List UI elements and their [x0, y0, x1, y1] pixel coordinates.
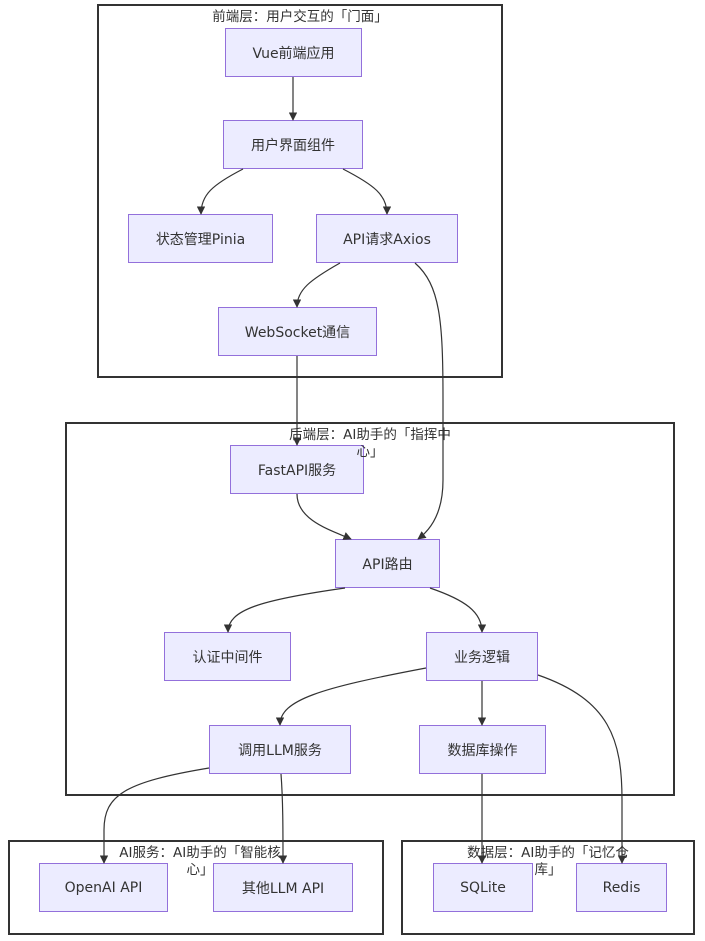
- node-database-ops[interactable]: 数据库操作: [419, 725, 546, 774]
- edge-llm-to-openai: [99, 767, 210, 864]
- edge-axios-to-router: [414, 262, 444, 540]
- node-business-logic[interactable]: 业务逻辑: [426, 632, 538, 681]
- cluster-backend: [65, 422, 675, 796]
- edge-ui-to-axios: [342, 168, 392, 215]
- node-api-axios[interactable]: API请求Axios: [316, 214, 458, 263]
- node-state-pinia[interactable]: 状态管理Pinia: [128, 214, 273, 263]
- node-auth-middleware[interactable]: 认证中间件: [164, 632, 291, 681]
- edge-ui-to-pinia: [196, 168, 244, 215]
- edge-logic-to-redis: [537, 674, 627, 864]
- edge-router-to-auth: [223, 587, 346, 633]
- cluster-title-backend: 后端层：AI助手的「指挥中 心」: [289, 427, 451, 460]
- edge-fastapi-to-router: [296, 493, 352, 540]
- node-sqlite[interactable]: SQLite: [433, 863, 533, 912]
- cluster-title-ai-service: AI服务：AI助手的「智能核 心」: [119, 845, 281, 878]
- cluster-title-frontend: 前端层：用户交互的「门面」: [212, 9, 388, 25]
- edge-llm-to-otherllm: [278, 773, 288, 864]
- edge-logic-to-llm: [275, 667, 427, 726]
- node-api-router[interactable]: API路由: [335, 539, 440, 588]
- node-openai-api[interactable]: OpenAI API: [39, 863, 168, 912]
- node-ui-components[interactable]: 用户界面组件: [223, 120, 363, 169]
- edge-router-to-logic: [429, 587, 487, 633]
- node-vue-frontend-app[interactable]: Vue前端应用: [225, 28, 362, 77]
- node-other-llm-api[interactable]: 其他LLM API: [213, 863, 353, 912]
- edge-axios-to-ws: [292, 262, 341, 308]
- cluster-title-data: 数据层：AI助手的「记忆仓 库」: [467, 845, 629, 878]
- node-websocket[interactable]: WebSocket通信: [218, 307, 377, 356]
